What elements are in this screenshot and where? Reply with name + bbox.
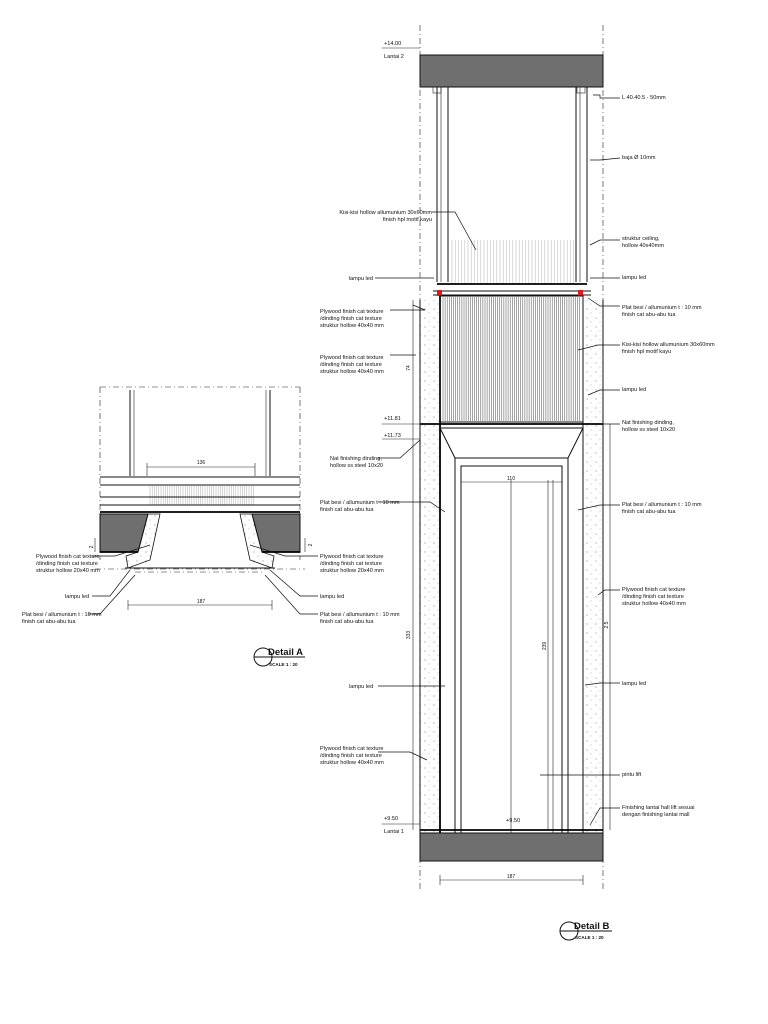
- dim-door-width: 110: [507, 476, 515, 482]
- detail-a: 136 187 2 2 Plywood finish cat texture /…: [22, 386, 400, 667]
- label-plate-mid-1: Plat besi / allumunium t : 10 mm: [622, 502, 702, 508]
- dim-a-top-width: 136: [197, 460, 206, 466]
- label-nat-right-2: hollow ss steel 10x20: [622, 427, 675, 433]
- label-floor-1: Finishing lantai hall lift sesuai: [622, 805, 694, 811]
- label-kisi-right-1: Kisi-kisi hollow allumunium 30x60mm: [622, 342, 715, 348]
- detail-a-scale: SCALE 1 : 20: [269, 662, 298, 667]
- label-plate-left-2: finish cat abu-abu tua: [320, 507, 374, 513]
- top-slab: [419, 54, 604, 88]
- label-a-ply-left-1: Plywood finish cat texture: [36, 554, 99, 560]
- dim-wall-height: 333: [406, 631, 412, 640]
- detail-a-title: Detail A: [268, 647, 303, 658]
- label-ceiling-2: hollow 40x40mm: [622, 243, 664, 249]
- label-lamp-mid-right: lampu led: [622, 387, 646, 393]
- label-a-ply-right-2: /dinding finish cat texture: [320, 561, 382, 567]
- label-a-ply-right-3: struktur hollow 20x40 mm: [320, 568, 384, 574]
- label-lamp-low-right: lampu led: [622, 681, 646, 687]
- label-ply-b-3: struktur hollow 40x40 mm: [320, 369, 384, 375]
- dim-bottom-width: 187: [507, 874, 516, 880]
- label-ceiling-1: struktur ceiling,: [622, 236, 660, 242]
- detail-b: +14.00 Lantai 2 +11.81 +11.73 +9.50 Lant…: [320, 25, 715, 941]
- detail-a-kisi: [149, 486, 254, 505]
- label-lamp-low-left: lampu led: [349, 684, 373, 690]
- hanging-rods: [432, 86, 588, 282]
- dim-a-bottom-width: 187: [197, 599, 206, 605]
- label-ply-a-3: struktur hollow 40x40 mm: [320, 323, 384, 329]
- label-ply-c-1: Plywood finish cat texture: [320, 746, 383, 752]
- led-red-left: [437, 290, 442, 296]
- title-block-b: Detail B SCALE 1 : 20: [559, 921, 612, 941]
- label-nat-left-2: hollow ss steel 10x20: [330, 463, 383, 469]
- level-bottom-value: +9.50: [384, 816, 398, 822]
- label-nat-left-1: Nat finishing dinding,: [330, 456, 382, 462]
- ceiling-kisi: [451, 240, 574, 284]
- label-a-lamp-left: lampu led: [65, 594, 89, 600]
- label-ply-a-1: Plywood finish cat texture: [320, 309, 383, 315]
- label-lamp-top-right: lampu led: [622, 275, 646, 281]
- leaders-b: [375, 94, 621, 826]
- label-nat-right-1: Nat finishing dinding,: [622, 420, 674, 426]
- label-a-ply-left-2: /dinding finish cat texture: [36, 561, 98, 567]
- label-a-plate-left-2: finish cat abu-abu tua: [22, 619, 76, 625]
- led-red-right: [578, 290, 583, 296]
- bottom-slab: [419, 832, 604, 862]
- label-kisi-right-2: finish hpl motif kayu: [622, 349, 671, 355]
- label-steel-rod: baja Ø 10mm: [622, 155, 656, 161]
- level-top-name: Lantai 2: [384, 54, 404, 60]
- label-a-plate-right-2: finish cat abu-abu tua: [320, 619, 374, 625]
- label-plate-top-2: finish cat abu-abu tua: [622, 312, 676, 318]
- label-ply-c-3: struktur hollow 40x40 mm: [320, 760, 384, 766]
- level-bottom-name: Lantai 1: [384, 829, 404, 835]
- label-lamp-top-left: lampu led: [349, 276, 373, 282]
- level-mid-upper: +11.81: [384, 416, 401, 422]
- label-angle: L 40.40.5 - 50mm: [622, 95, 666, 101]
- label-ply-right-1: Plywood finish cat texture: [622, 587, 685, 593]
- dim-top-height: 74: [406, 365, 412, 371]
- label-a-plate-right-1: Plat besi / allumunium t : 10 mm: [320, 612, 400, 618]
- label-door: pintu lift: [622, 772, 642, 778]
- label-ply-a-2: /dinding finish cat texture: [320, 316, 382, 322]
- label-a-plate-left-1: Plat besi / allumunium t : 10 mm: [22, 612, 102, 618]
- label-ply-right-2: /dinding finish cat texture: [622, 594, 684, 600]
- label-plate-mid-2: finish cat abu-abu tua: [622, 509, 676, 515]
- label-floor-2: dengan finishing lantai mall: [622, 812, 689, 818]
- label-ply-right-3: struktur hollow 40x40 mm: [622, 601, 686, 607]
- leaders-a: [88, 544, 318, 615]
- label-a-lamp-right: lampu led: [320, 594, 344, 600]
- label-ply-c-2: /dinding finish cat texture: [320, 753, 382, 759]
- dimensions-b: [412, 300, 611, 885]
- side-walls: [419, 296, 604, 833]
- dim-right-height: 2.5: [604, 621, 610, 628]
- level-markers: [382, 47, 420, 825]
- detail-b-scale: SCALE 1 : 20: [575, 935, 604, 940]
- level-top-value: +14.00: [384, 41, 401, 47]
- label-a-ply-left-3: struktur hollow 20x40 mm: [36, 568, 100, 574]
- label-ply-b-2: /dinding finish cat texture: [320, 362, 382, 368]
- wall-kisi: [442, 297, 580, 421]
- label-plate-left-1: Plat besi / allumunium t : 10 mm: [320, 500, 400, 506]
- label-plate-top-1: Plat besi / allumunium t : 10 mm: [622, 305, 702, 311]
- detail-b-title: Detail B: [574, 921, 610, 932]
- wall-kisi-frame: [439, 295, 584, 423]
- label-a-ply-right-1: Plywood finish cat texture: [320, 554, 383, 560]
- dim-a-small-right: 2: [308, 543, 314, 546]
- title-block-a: Detail A SCALE 1 : 20: [253, 647, 305, 667]
- dim-door-height: 239: [542, 642, 548, 651]
- label-kisi-left-1: Kisi-kisi hollow allumunium 30x60mm: [339, 210, 432, 216]
- dim-a-small-left: 2: [89, 545, 95, 548]
- label-ply-b-1: Plywood finish cat texture: [320, 355, 383, 361]
- level-mid-lower: +11.73: [384, 433, 401, 439]
- label-kisi-left-2: finish hpl motif kayu: [383, 217, 432, 223]
- door-frame: [439, 427, 584, 834]
- level-floor-center: +9.50: [506, 818, 520, 824]
